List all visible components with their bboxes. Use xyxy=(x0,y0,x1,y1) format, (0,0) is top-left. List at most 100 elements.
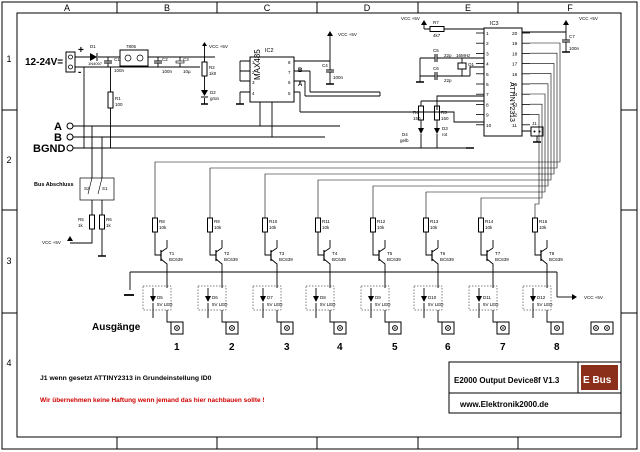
transistor-value: BC639 xyxy=(549,257,563,262)
capacitor-c5: C5 22p xyxy=(433,48,452,62)
control-line-1 xyxy=(154,42,561,218)
ic3-pin-left: 1 xyxy=(486,31,489,37)
led-label: D10 xyxy=(428,295,437,300)
transistor-label: T5 xyxy=(387,251,393,256)
title-block: E2000 Output Device8f V1.3 www.Elektroni… xyxy=(448,361,622,414)
resistor-r6: R6 1k xyxy=(99,214,112,230)
ic3-pin-right: 11 xyxy=(512,123,517,129)
svg-text:VCC +5V: VCC +5V xyxy=(42,240,61,245)
svg-text:R4: R4 xyxy=(413,110,419,115)
resistor-label: R8 xyxy=(159,219,165,224)
svg-text:1: 1 xyxy=(252,60,255,65)
svg-text:gelb: gelb xyxy=(400,138,409,143)
led-label: D8 xyxy=(320,295,326,300)
svg-text:22p: 22p xyxy=(444,53,452,58)
ic3-pin-right: 20 xyxy=(512,31,518,37)
svg-text:5: 5 xyxy=(288,91,291,96)
svg-text:ATTINY2313: ATTINY2313 xyxy=(508,82,515,122)
resistor-value: 10k xyxy=(322,225,330,230)
transistor-value: BC639 xyxy=(169,257,183,262)
led-value: 5V LED xyxy=(537,302,553,307)
control-line-5 xyxy=(372,83,549,218)
resistor-r1: R1 100 xyxy=(107,91,123,109)
bus-gnd-terminal xyxy=(66,144,74,152)
svg-text:7805: 7805 xyxy=(126,44,137,49)
ic3-pin-right: 17 xyxy=(512,62,518,68)
power-supply: 12-24V= + - D1 1N4007 C1 100n 7805 xyxy=(25,42,228,148)
svg-text:S1: S1 xyxy=(102,186,108,191)
ic3-pin-left: 7 xyxy=(486,92,489,98)
transistor-value: BC639 xyxy=(495,257,509,262)
svg-text:100n: 100n xyxy=(162,69,173,74)
resistor-label: R14 xyxy=(485,219,494,224)
resistor-label: R11 xyxy=(322,219,330,224)
transistor-label: T1 xyxy=(169,251,175,256)
resistor-r12 xyxy=(370,217,376,233)
transistor-label: T7 xyxy=(495,251,501,256)
svg-text:Bus Abschluss: Bus Abschluss xyxy=(34,182,74,188)
svg-text:8: 8 xyxy=(288,60,291,65)
led-value: 5V LED xyxy=(157,302,173,307)
title-text: E2000 Output Device8f V1.3 xyxy=(454,376,560,385)
transistor-label: T2 xyxy=(224,251,230,256)
svg-text:150: 150 xyxy=(413,116,421,121)
ic3-pin-left: 6 xyxy=(486,82,489,88)
diode-d1: D1 1N4007 xyxy=(88,44,103,66)
resistor-r8 xyxy=(152,217,158,233)
led-label: D12 xyxy=(537,295,546,300)
stage-common-rail xyxy=(129,271,558,297)
svg-text:Q1: Q1 xyxy=(468,62,475,67)
col-label-c: C xyxy=(264,3,271,13)
transistor-value: BC639 xyxy=(387,257,401,262)
resistor-r15 xyxy=(532,217,538,233)
ic3-pin-right: 12 xyxy=(512,113,518,119)
control-lines xyxy=(154,42,561,218)
svg-text:R3: R3 xyxy=(441,110,447,115)
resistor-r11 xyxy=(315,217,321,233)
control-line-8 xyxy=(530,114,540,218)
output-number: 5 xyxy=(392,342,398,353)
led-d4: D4 gelb xyxy=(400,128,424,143)
website-text: www.Elektronik2000.de xyxy=(459,400,549,409)
control-line-2 xyxy=(209,52,558,218)
jumper-j1: J1 xyxy=(530,121,544,137)
svg-text:100: 100 xyxy=(115,102,123,107)
capacitor-c4: C4 100n xyxy=(322,63,344,80)
svg-text:10µ: 10µ xyxy=(183,69,191,74)
svg-text:C4: C4 xyxy=(322,63,328,68)
bus-b-terminal xyxy=(66,133,74,141)
svg-text:R5: R5 xyxy=(78,217,84,222)
transistor-value: BC639 xyxy=(224,257,238,262)
resistor-label: R9 xyxy=(214,219,220,224)
col-label-a: A xyxy=(64,3,70,13)
resistor-value: 10k xyxy=(539,225,547,230)
bus-b-label: B xyxy=(54,132,62,144)
svg-text:7: 7 xyxy=(288,70,291,75)
resistor-label: R15 xyxy=(539,219,548,224)
led-value: 5V LED xyxy=(212,302,228,307)
resistor-r2: R2 1k0 xyxy=(201,61,217,77)
bus-a-terminal xyxy=(66,122,74,130)
led-value: 5V LED xyxy=(320,302,336,307)
row-label-2: 2 xyxy=(6,155,11,165)
transistor-label: T4 xyxy=(332,251,338,256)
transistor-label: T6 xyxy=(440,251,446,256)
output-vcc: VCC +5V xyxy=(557,294,614,335)
svg-text:IC2: IC2 xyxy=(265,48,274,54)
output-number: 6 xyxy=(445,342,451,353)
led-d6 xyxy=(205,296,211,302)
svg-text:D3: D3 xyxy=(442,126,448,131)
svg-text:rot: rot xyxy=(442,132,448,137)
svg-text:C3: C3 xyxy=(183,57,189,62)
bus-termination-box xyxy=(79,177,115,201)
svg-text:VCC +5V: VCC +5V xyxy=(579,16,598,21)
ic2-max485: IC2 MAX485 1 2 3 4 8 7 6 5 B A C4 100n V… xyxy=(236,31,357,112)
svg-text:VCC +5V: VCC +5V xyxy=(338,32,357,37)
control-line-6 xyxy=(425,93,546,218)
svg-text:C6: C6 xyxy=(433,66,439,71)
